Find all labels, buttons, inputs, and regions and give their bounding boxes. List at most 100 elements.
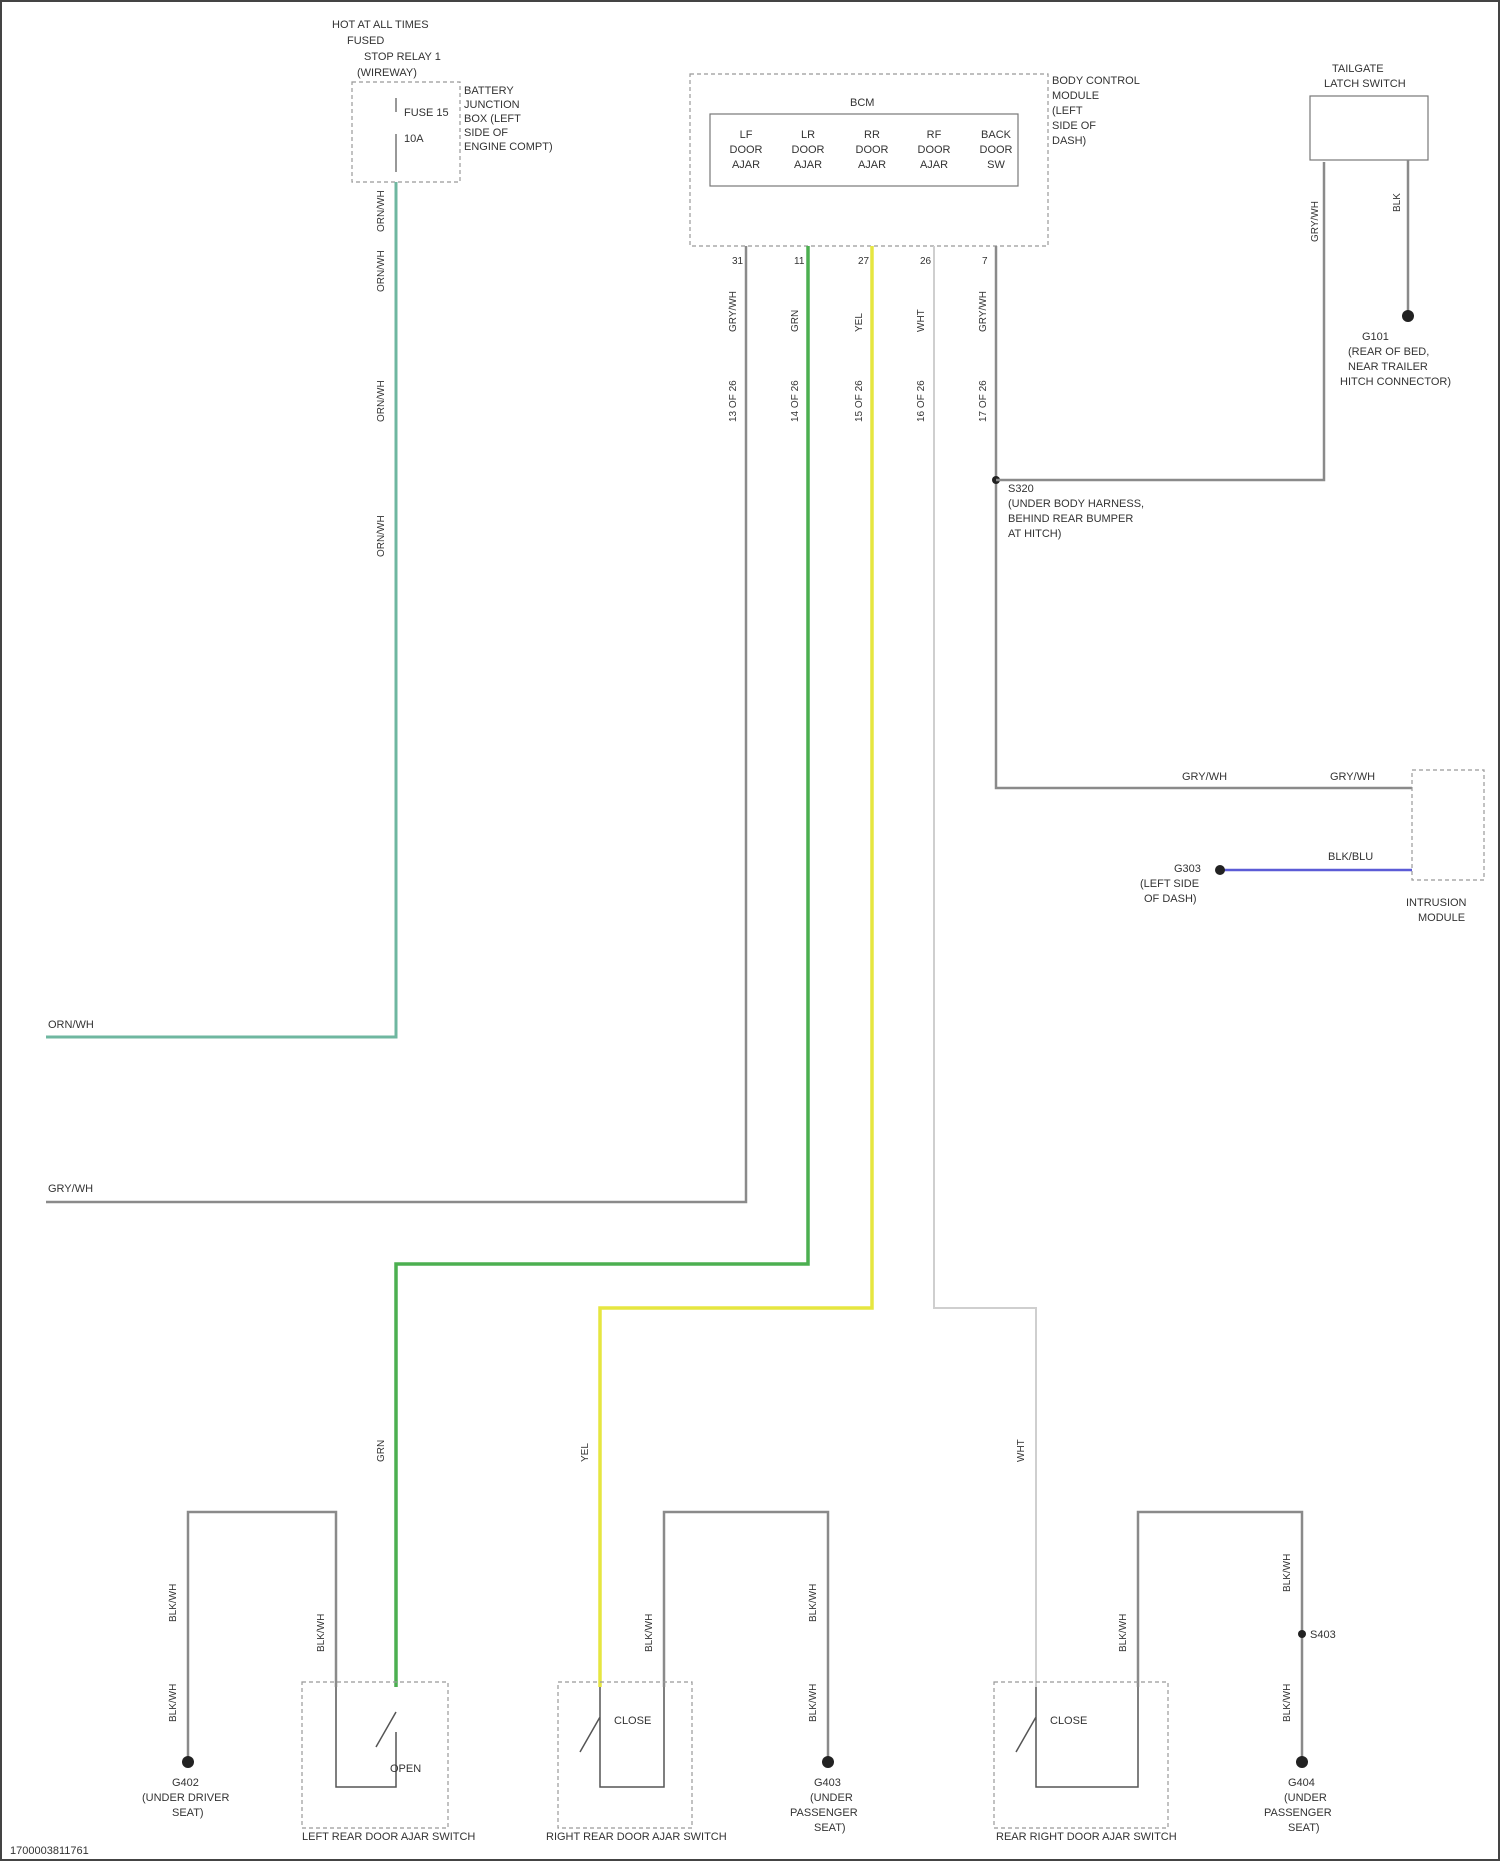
- switch3-wire-3: BLK/WH: [1282, 1684, 1293, 1722]
- bcm-wire-label-4: GRY/WH: [978, 291, 989, 332]
- bcm-wire-sub-4: 17 OF 26: [978, 380, 989, 422]
- splice-bl-label: S403: [1310, 1629, 1336, 1641]
- splice-label: S320 (UNDER BODY HARNESS, BEHIND REAR BU…: [1008, 483, 1144, 540]
- ground-symbol-bl-3: [1296, 1756, 1308, 1768]
- wire-bcm-rf: [934, 246, 1036, 1687]
- splice-line-3: BEHIND REAR BUMPER: [1008, 513, 1133, 525]
- intrusion-blue-label: BLK/BLU: [1328, 851, 1373, 863]
- tailgate-wire-label-2: BLK: [1392, 193, 1403, 212]
- bcm-pin-2-mid: DOOR: [856, 144, 889, 156]
- bcm-wire-label-3: WHT: [916, 309, 927, 332]
- bcm-pin-1-mid: DOOR: [792, 144, 825, 156]
- switch3-wire-2: BLK/WH: [1282, 1554, 1293, 1592]
- switch3-loop: [1138, 1512, 1302, 1762]
- intrusion-title-2: MODULE: [1418, 912, 1465, 924]
- switch1-wire-4: BLK/WH: [316, 1614, 327, 1652]
- g-bl3-4: SEAT): [1288, 1822, 1320, 1834]
- bcm-pin-number-3: 26: [920, 256, 932, 267]
- g-bl3-1: G404: [1288, 1777, 1315, 1789]
- switch1-wire-2: BLK/WH: [168, 1584, 179, 1622]
- g-bl3-2: (UNDER: [1284, 1792, 1327, 1804]
- footer-id: 1700003811761: [10, 1845, 89, 1857]
- fuse-amp: 10A: [404, 133, 424, 145]
- fuse-detail-5: ENGINE COMPT): [464, 141, 553, 153]
- bcm-pin-4-top: BACK: [981, 129, 1012, 141]
- fuse-title-3: STOP RELAY 1: [364, 51, 441, 63]
- switch2-wire-2: BLK/WH: [808, 1584, 819, 1622]
- g-lm-3: OF DASH): [1144, 893, 1197, 905]
- switch-group-2: CLOSE RIGHT REAR DOOR AJAR SWITCH G403 (…: [546, 1443, 858, 1843]
- g-bl2-4: SEAT): [814, 1822, 846, 1834]
- splice-line-4: AT HITCH): [1008, 528, 1061, 540]
- switch1-state: OPEN: [390, 1763, 421, 1775]
- bcm-pin-3-top: RF: [927, 129, 942, 141]
- switch2-wire-3: BLK/WH: [808, 1684, 819, 1722]
- bcm-pin-4-bot: SW: [987, 159, 1005, 171]
- bcm-wire-sub-0: 13 OF 26: [728, 380, 739, 422]
- switch2-wire-4: BLK/WH: [644, 1614, 655, 1652]
- switch2-state: CLOSE: [614, 1715, 651, 1727]
- g-bl2-2: (UNDER: [810, 1792, 853, 1804]
- fuse-detail-3: BOX (LEFT: [464, 113, 521, 125]
- tailgate-box: [1310, 96, 1428, 160]
- g-lm-2: (LEFT SIDE: [1140, 878, 1199, 890]
- switch-group-3: CLOSE REAR RIGHT DOOR AJAR SWITCH S403 G…: [994, 1439, 1336, 1843]
- g-tr-4: HITCH CONNECTOR): [1340, 376, 1451, 388]
- bcm-pin-1-top: LR: [801, 129, 815, 141]
- bcm-pin-3-mid: DOOR: [918, 144, 951, 156]
- intrusion-box: [1412, 770, 1484, 880]
- fuse-label: FUSE 15: [404, 107, 449, 119]
- switch2-label: RIGHT REAR DOOR AJAR SWITCH: [546, 1831, 727, 1843]
- intrusion-wire-label-1: GRY/WH: [1182, 771, 1227, 783]
- g-tr-1: G101: [1362, 331, 1389, 343]
- switch2-wire-1: YEL: [580, 1443, 591, 1462]
- left-horizontal-label-1: ORN/WH: [48, 1019, 94, 1031]
- switch1-box: [302, 1682, 448, 1828]
- body-control-module: BCM LFDOORAJARLRDOORAJARRRDOORAJARRFDOOR…: [690, 74, 1140, 246]
- bcm-side-3: (LEFT: [1052, 105, 1083, 117]
- g-bl1-2: (UNDER DRIVER: [142, 1792, 229, 1804]
- tailgate-title-2: LATCH SWITCH: [1324, 78, 1406, 90]
- g-bl1-1: G402: [172, 1777, 199, 1789]
- bcm-side-2: MODULE: [1052, 90, 1099, 102]
- tailgate-title-1: TAILGATE: [1332, 63, 1384, 75]
- ground-symbol-bl-2: [822, 1756, 834, 1768]
- intrusion-wire-label-2: GRY/WH: [1330, 771, 1375, 783]
- intrusion-title-1: INTRUSION: [1406, 897, 1467, 909]
- wire-bcm-rr: [600, 246, 872, 1687]
- tailgate-wire-label-1: GRY/WH: [1310, 201, 1321, 242]
- switch3-wire-4: BLK/WH: [1118, 1614, 1129, 1652]
- switch1-wire-3: BLK/WH: [168, 1684, 179, 1722]
- bcm-pin-2-top: RR: [864, 129, 880, 141]
- g-lm-1: G303: [1174, 863, 1201, 875]
- left-wire-label-4: ORN/WH: [376, 190, 387, 232]
- fuse-detail-2: JUNCTION: [464, 99, 520, 111]
- tailgate-switch: TAILGATE LATCH SWITCH GRY/WH BLK G101 (R…: [1310, 63, 1451, 388]
- fuse-detail-1: BATTERY: [464, 85, 514, 97]
- left-wire-label-2: ORN/WH: [376, 380, 387, 422]
- fuse-title-2: FUSED: [347, 35, 384, 47]
- bcm-wire-sub-1: 14 OF 26: [790, 380, 801, 422]
- bcm-wire-sub-2: 15 OF 26: [854, 380, 865, 422]
- fuse-title-1: HOT AT ALL TIMES: [332, 19, 429, 31]
- left-wire-label-1: ORN/WH: [376, 250, 387, 292]
- left-horizontal-label-2: GRY/WH: [48, 1183, 93, 1195]
- g-bl2-3: PASSENGER: [790, 1807, 858, 1819]
- bcm-pin-0-mid: DOOR: [730, 144, 763, 156]
- bcm-wire-label-0: GRY/WH: [728, 291, 739, 332]
- wire-to-tailgate: [996, 162, 1324, 480]
- switch3-wire-1: WHT: [1016, 1439, 1027, 1462]
- fuse-block: HOT AT ALL TIMES FUSED STOP RELAY 1 (WIR…: [332, 19, 553, 182]
- bcm-wire-sub-3: 16 OF 26: [916, 380, 927, 422]
- ground-symbol-top-right: [1402, 310, 1414, 322]
- bcm-pin-1-bot: AJAR: [794, 159, 822, 171]
- bcm-pin-2-bot: AJAR: [858, 159, 886, 171]
- fuse-detail-4: SIDE OF: [464, 127, 508, 139]
- switch2-symbol: [580, 1687, 664, 1787]
- bcm-side-1: BODY CONTROL: [1052, 75, 1140, 87]
- bcm-side-5: DASH): [1052, 135, 1086, 147]
- bcm-wire-labels: GRY/WH13 OF 2631GRN14 OF 2611YEL15 OF 26…: [728, 256, 989, 422]
- switch2-loop: [664, 1512, 828, 1762]
